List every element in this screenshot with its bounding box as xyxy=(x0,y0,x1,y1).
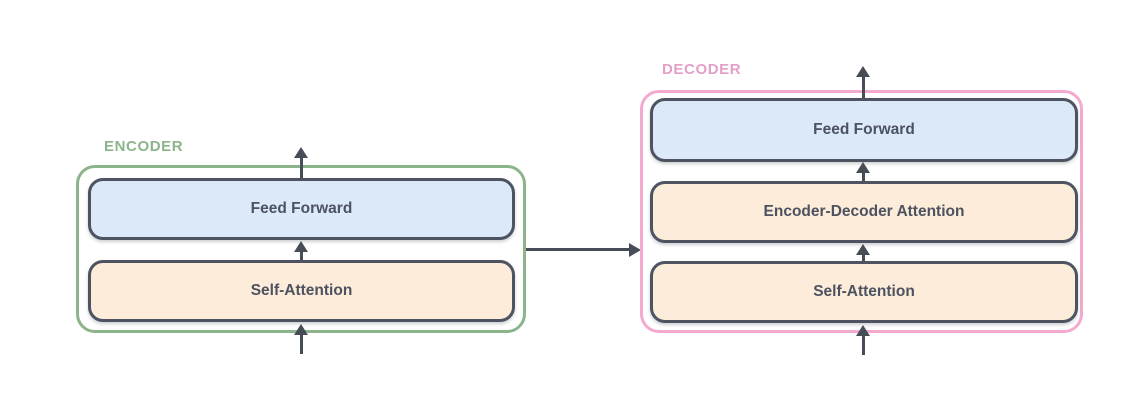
encoder-self-attention-box: Self-Attention xyxy=(88,260,515,322)
arrow-up-icon xyxy=(856,66,870,77)
arrow-line xyxy=(299,157,303,178)
decoder-encoder-decoder-attention-box: Encoder-Decoder Attention xyxy=(650,181,1078,243)
arrow-line xyxy=(861,335,865,355)
arrow-line xyxy=(526,248,630,251)
decoder-self-attention-box: Self-Attention xyxy=(650,261,1078,323)
decoder-self-attention-label: Self-Attention xyxy=(813,283,915,300)
arrow-line xyxy=(861,254,865,261)
encoder-self-attention-label: Self-Attention xyxy=(250,282,353,299)
arrow-up-icon xyxy=(294,147,308,158)
arrow-right-icon xyxy=(629,242,641,257)
encoder-label: ENCODER xyxy=(104,138,184,155)
arrow-up-icon xyxy=(294,324,308,335)
decoder-label: DECODER xyxy=(662,61,742,78)
arrow-up-icon xyxy=(294,241,308,252)
encoder-feed-forward-box: Feed Forward xyxy=(88,178,515,240)
encoder-feed-forward-label: Feed Forward xyxy=(250,200,353,217)
arrow-line xyxy=(861,77,865,98)
decoder-encoder-decoder-attention-label: Encoder-Decoder Attention xyxy=(763,203,965,220)
decoder-feed-forward-label: Feed Forward xyxy=(813,121,915,138)
arrow-up-icon xyxy=(856,162,870,173)
arrow-line xyxy=(299,250,303,260)
arrow-line xyxy=(861,172,865,181)
arrow-up-icon xyxy=(856,325,870,336)
arrow-up-icon xyxy=(856,244,870,255)
arrow-line xyxy=(299,334,303,354)
decoder-feed-forward-box: Feed Forward xyxy=(650,98,1078,162)
